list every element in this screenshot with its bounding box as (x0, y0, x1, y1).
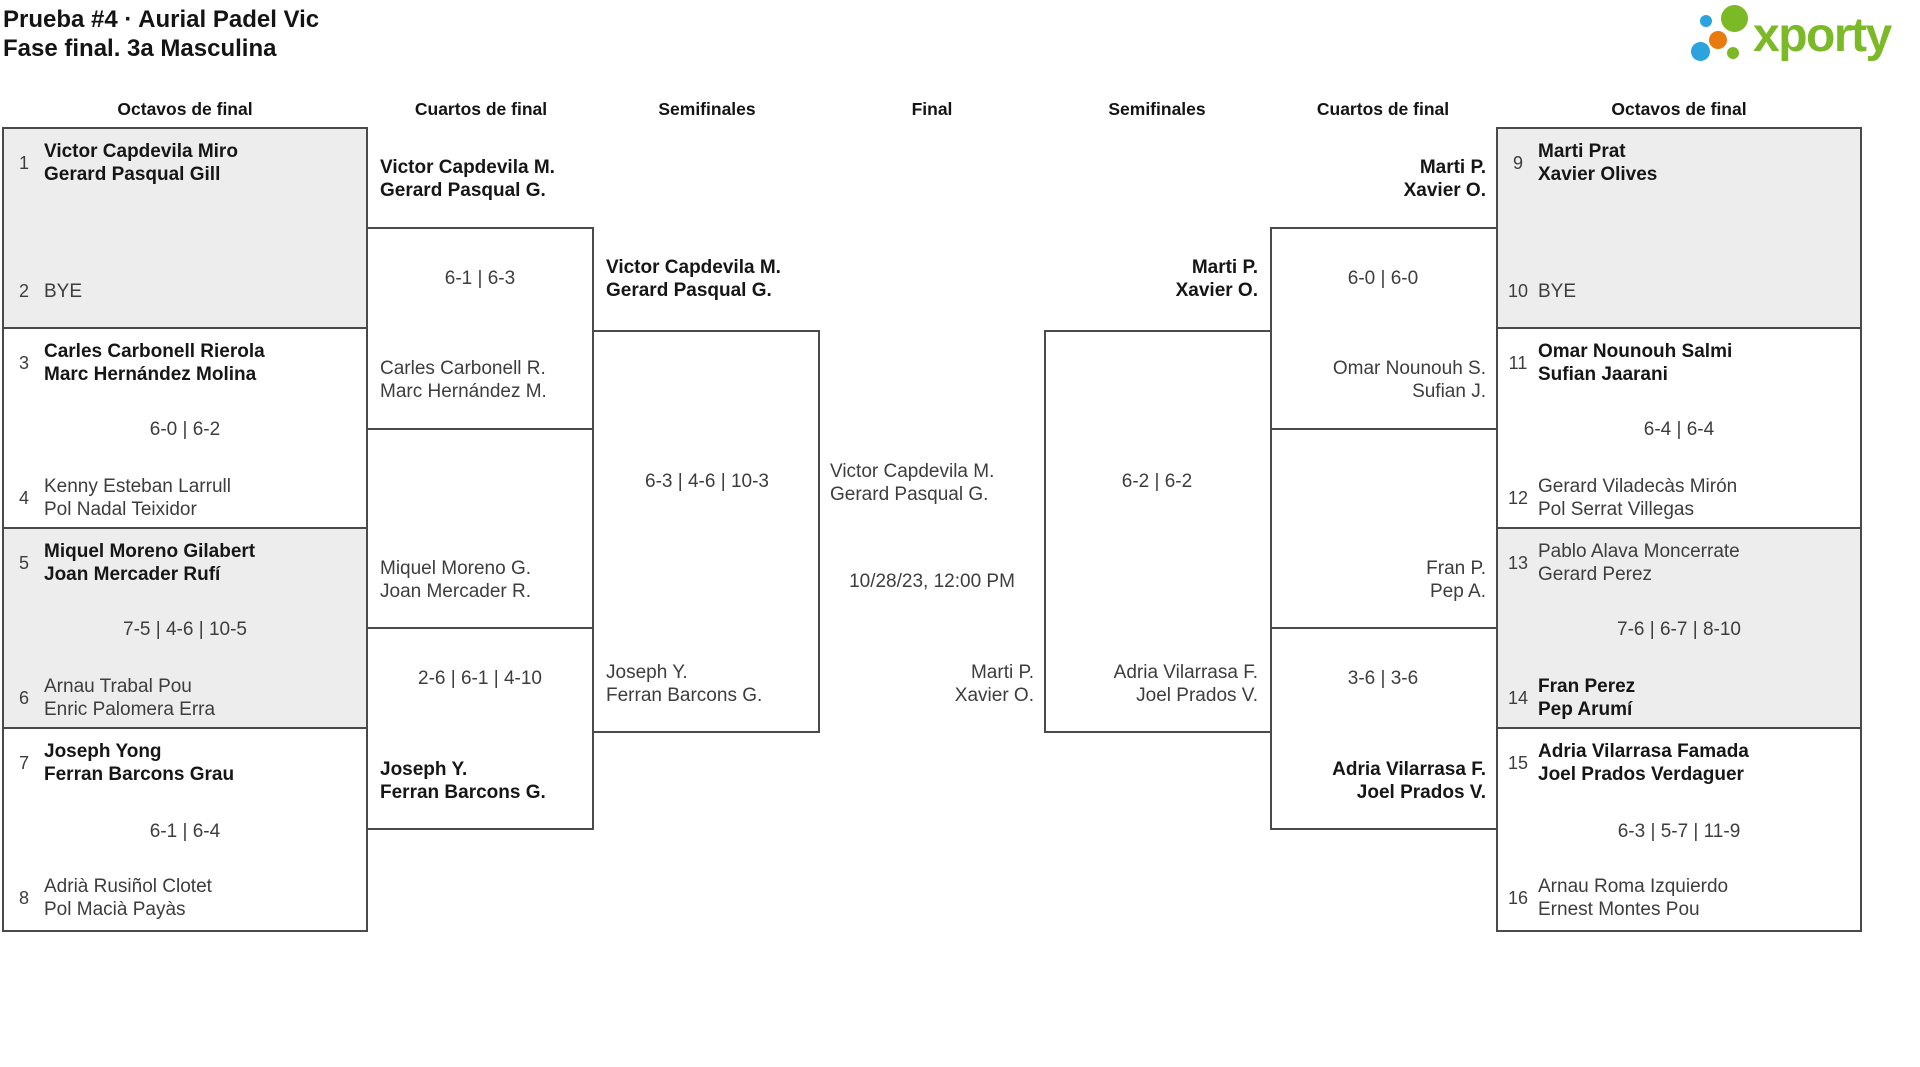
participant-final-top: Victor Capdevila M.Gerard Pasqual G. (830, 461, 995, 505)
r16-right-divider-1 (1496, 327, 1862, 329)
r16-left-divider-3 (2, 727, 368, 729)
round-header-sf-right: Semifinales (1108, 99, 1206, 119)
logo-dot-green-large-icon (1721, 5, 1748, 32)
r16-left-column-box (2, 127, 368, 932)
round-header-final: Final (911, 99, 953, 119)
match-score-qf-r2: 3-6 | 3-6 (1347, 668, 1419, 689)
seed-number: 3 (18, 352, 29, 373)
seed-number: 2 (18, 281, 29, 301)
qf-left-match1-box (366, 227, 594, 430)
qf-right-match1-box (1270, 227, 1498, 430)
match-score-qf-l1: 6-1 | 6-3 (444, 268, 516, 289)
seed-number: 11 (1508, 352, 1528, 373)
match-score-r16-l3: 7-5 | 4-6 | 10-5 (123, 619, 247, 640)
participant-qf-l1-bottom: Carles Carbonell R.Marc Hernández M. (380, 358, 547, 402)
r16-left-match1-fill (4, 129, 366, 327)
participant-sf-l-top: Victor Capdevila M.Gerard Pasqual G. (606, 257, 781, 301)
seed-number: 9 (1512, 152, 1523, 173)
r16-left-divider-2 (2, 527, 368, 529)
participant-qf-l2-top: Miquel Moreno G.Joan Mercader R. (380, 558, 532, 602)
seed-number: 16 (1507, 887, 1529, 908)
participant-qf-l1-top: Victor Capdevila M.Gerard Pasqual G. (380, 157, 555, 201)
participant-sf-l-bottom: Joseph Y.Ferran Barcons G. (606, 662, 763, 706)
participant-sf-r-bottom: Adria Vilarrasa F.Joel Prados V. (1113, 662, 1258, 706)
participant-qf-l2-bottom: Joseph Y.Ferran Barcons G. (380, 759, 546, 803)
match-score-sf-l: 6-3 | 4-6 | 10-3 (645, 471, 769, 492)
seed-number: 14 (1507, 687, 1529, 708)
match-score-qf-l2: 2-6 | 6-1 | 4-10 (418, 668, 542, 689)
seed-number: 1 (18, 152, 29, 173)
seed-number: 10 (1507, 281, 1529, 301)
participant-qf-r2-bottom: Adria Vilarrasa F.Joel Prados V. (1332, 759, 1486, 803)
logo-wordmark: xporty (1753, 9, 1892, 62)
sf-right-box (1044, 330, 1272, 733)
sf-left-box (592, 330, 820, 733)
logo-dot-orange-icon (1709, 31, 1727, 49)
match-score-r16-r2: 6-4 | 6-4 (1643, 419, 1715, 440)
logo-dot-green-small-icon (1727, 47, 1739, 59)
participant-qf-r2-top: Fran P.Pep A. (1426, 558, 1486, 602)
participant-sf-r-top: Marti P.Xavier O. (1175, 257, 1258, 301)
participant-final-bottom: Marti P.Xavier O. (954, 662, 1034, 706)
participant-seed10: 10 BYE (1507, 281, 1577, 302)
participant-qf-r1-bottom: Omar Nounouh S.Sufian J. (1332, 358, 1486, 402)
r16-left-divider-1 (2, 327, 368, 329)
r16-left-match3-fill (4, 529, 366, 727)
seed-number: 4 (18, 487, 29, 508)
match-score-sf-r: 6-2 | 6-2 (1121, 471, 1193, 492)
page-title-line2: Fase final. 3a Masculina (3, 35, 277, 62)
participant-qf-r1-top: Marti P.Xavier O. (1403, 157, 1486, 201)
seed-number: 5 (18, 552, 29, 573)
r16-right-divider-2 (1496, 527, 1862, 529)
r16-right-divider-3 (1496, 727, 1862, 729)
r16-right-column-box (1496, 127, 1862, 932)
round-header-r16-left: Octavos de final (117, 99, 253, 119)
match-score-qf-r1: 6-0 | 6-0 (1347, 268, 1419, 289)
page-title-line1: Prueba #4 · Aurial Padel Vic (3, 6, 320, 33)
r16-right-match3-fill (1498, 529, 1860, 727)
seed-number: 6 (18, 687, 29, 708)
match-score-r16-r4: 6-3 | 5-7 | 11-9 (1617, 821, 1741, 842)
match-score-r16-r3: 7-6 | 6-7 | 8-10 (1617, 619, 1741, 640)
seed-number: 7 (18, 752, 29, 773)
logo-dot-blue-small-icon (1700, 15, 1712, 27)
seed-number: 12 (1507, 487, 1529, 508)
round-header-sf-left: Semifinales (658, 99, 756, 119)
round-header-qf-left: Cuartos de final (414, 99, 548, 119)
match-score-r16-l4: 6-1 | 6-4 (149, 821, 221, 842)
seed-number: 13 (1507, 552, 1529, 573)
round-header-qf-right: Cuartos de final (1316, 99, 1450, 119)
qf-right-match2-box (1270, 627, 1498, 830)
seed-number: 15 (1507, 752, 1529, 773)
final-datetime: 10/28/23, 12:00 PM (849, 571, 1015, 592)
participant-seed2: 2 BYE (12, 280, 82, 303)
match-score-r16-l2: 6-0 | 6-2 (149, 419, 221, 440)
seed-number: 8 (18, 887, 29, 908)
logo-dot-blue-large-icon (1691, 42, 1710, 61)
round-header-r16-right: Octavos de final (1611, 99, 1747, 119)
r16-right-match1-fill (1498, 129, 1860, 327)
